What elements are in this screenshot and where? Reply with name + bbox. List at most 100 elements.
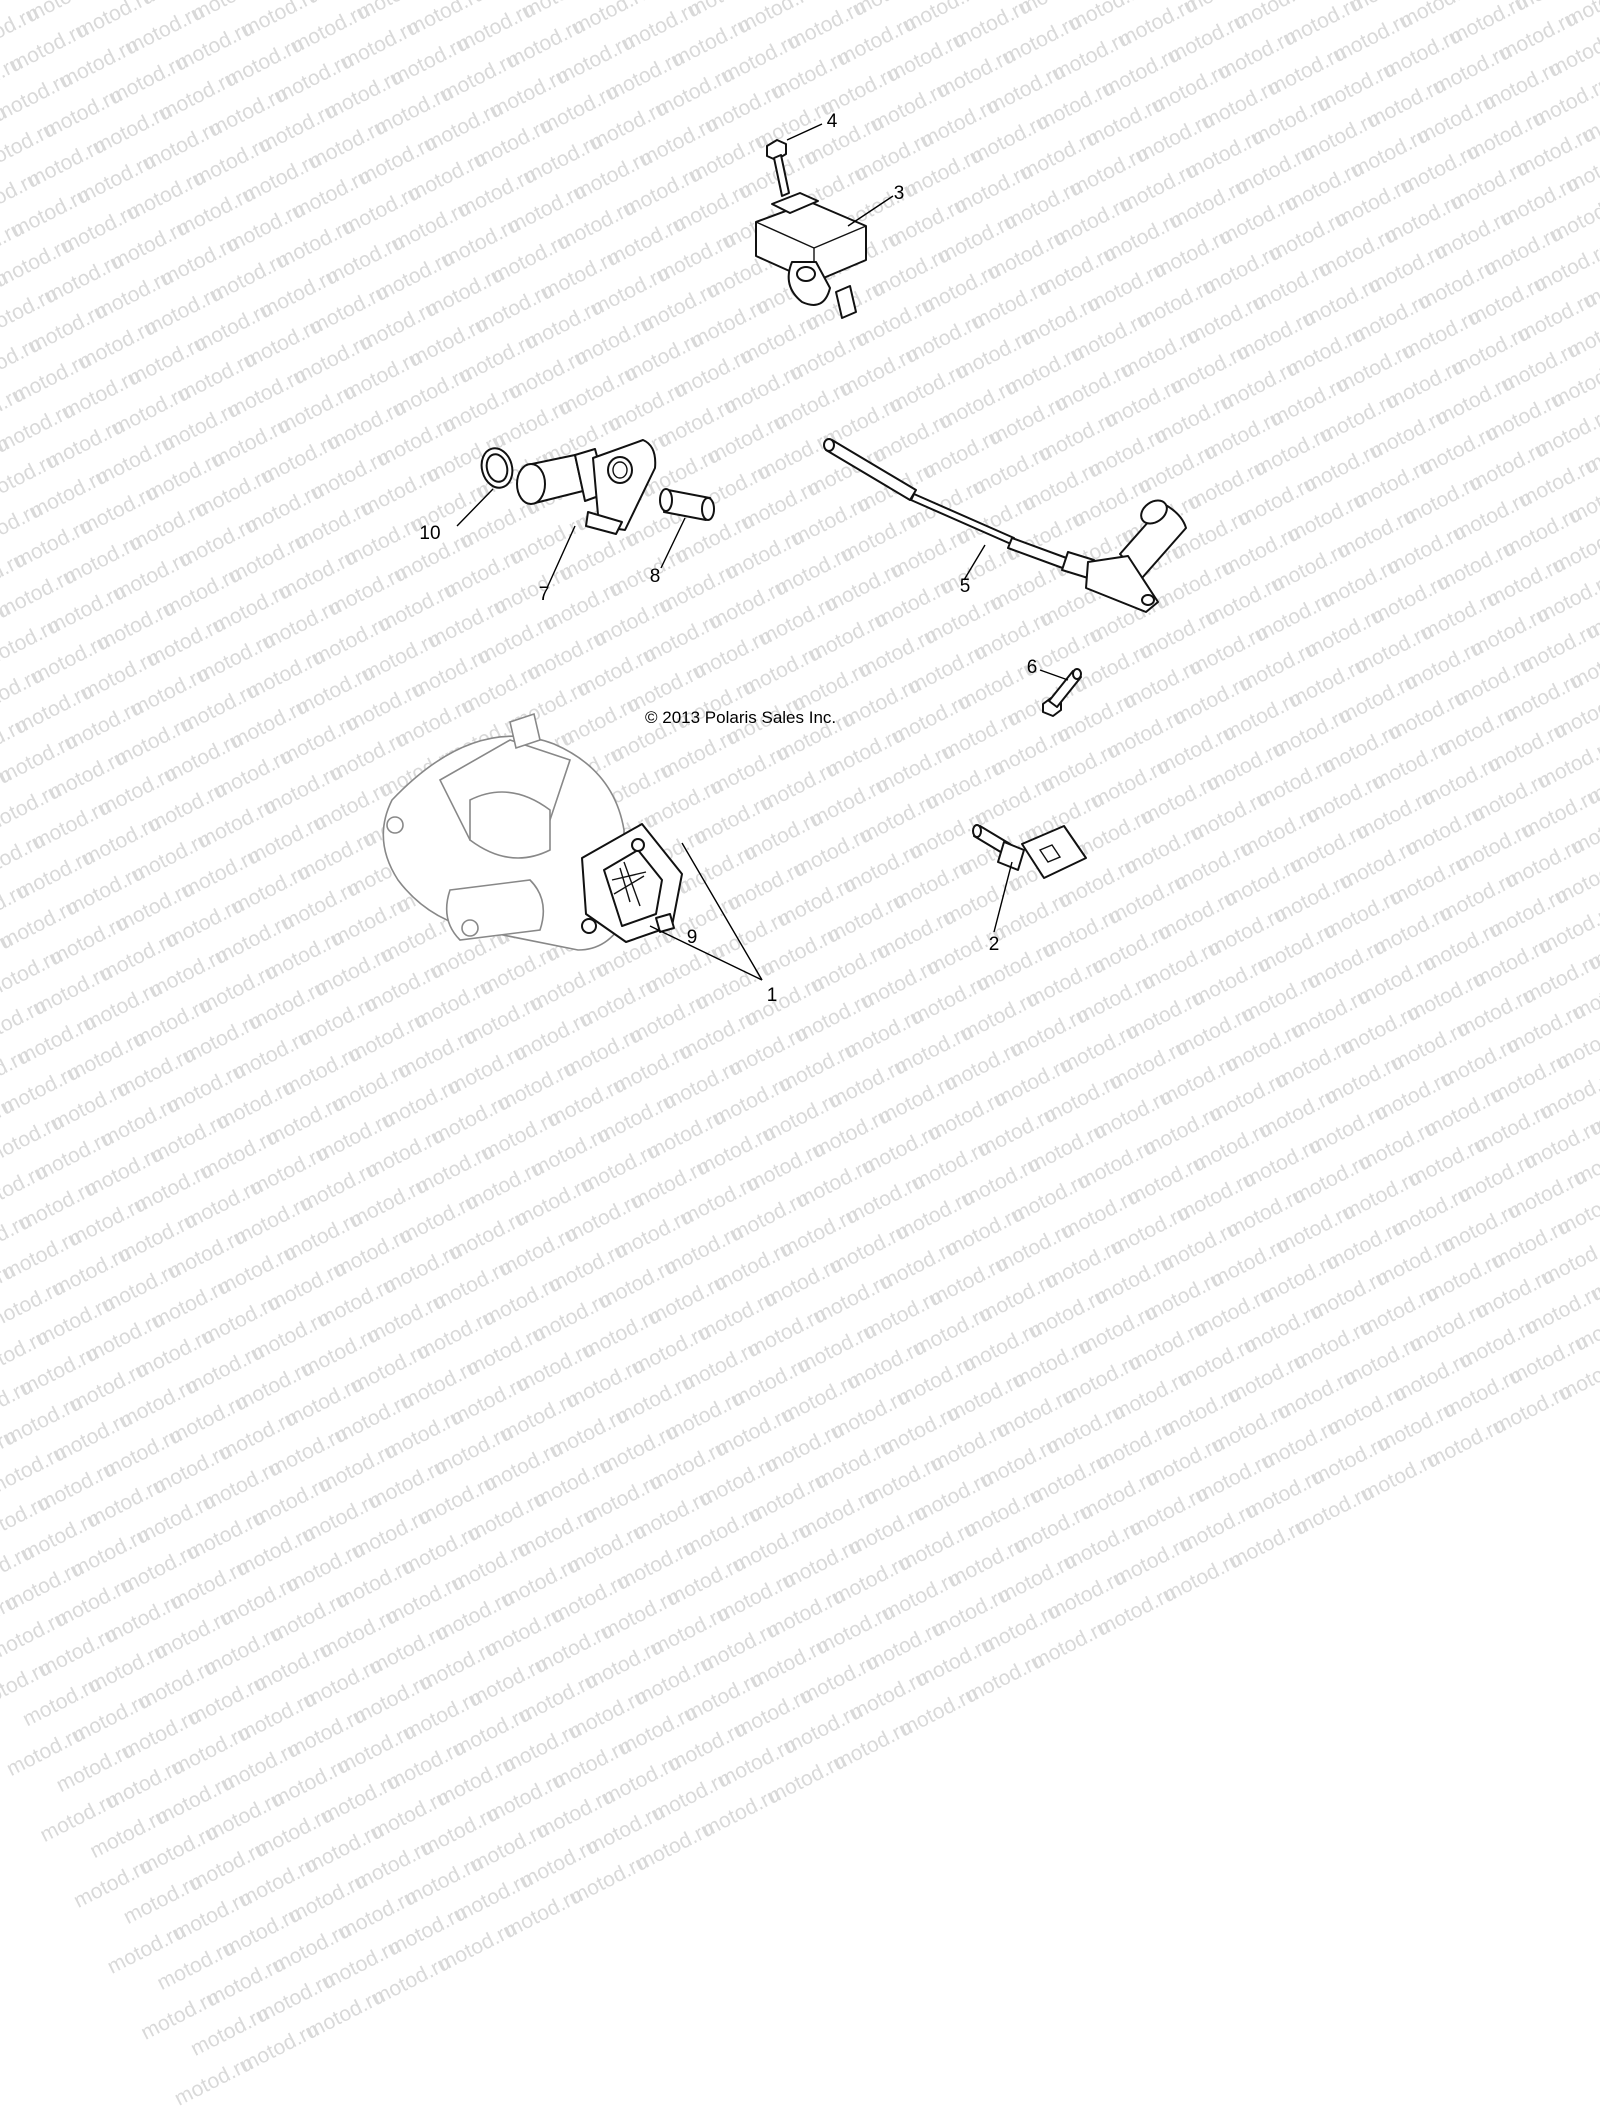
watermark-text: motod.ru <box>476 1270 559 1337</box>
watermark-text: motod.ru <box>164 1554 247 1621</box>
watermark-text: motod.ru <box>1072 1299 1155 1366</box>
watermark-text: motod.ru <box>974 1432 1057 1499</box>
watermark-text: motod.ru <box>82 1637 165 1704</box>
watermark-text: motod.ru <box>775 1367 858 1434</box>
callout-1: 1 <box>760 986 784 1006</box>
watermark-text: motod.ru <box>168 2050 251 2117</box>
watermark-text: motod.ru <box>492 1220 575 1287</box>
watermark-text: motod.ru <box>215 1735 298 1802</box>
watermark-text: motod.ru <box>181 1669 264 1736</box>
watermark-text: motod.ru <box>1057 1514 1140 1581</box>
watermark-text: motod.ru <box>329 1553 412 1620</box>
watermark-text: motod.ru <box>311 1271 394 1338</box>
watermark-text: motod.ru <box>546 1733 629 1800</box>
watermark-text: motod.ru <box>1305 1429 1388 1496</box>
watermark-text: motod.ru <box>792 1483 875 1550</box>
watermark-text: motod.ru <box>776 1533 859 1600</box>
watermark-text: motod.ru <box>230 1520 313 1587</box>
watermark-text: motod.ru <box>446 1701 529 1768</box>
watermark-text: motod.ru <box>328 1387 411 1454</box>
watermark-text: motod.ru <box>1138 1265 1221 1332</box>
watermark-text: motod.ru <box>629 1815 712 1882</box>
part-2-temp-sensor <box>973 825 1086 932</box>
watermark-text: motod.ru <box>876 1565 959 1632</box>
watermark-text: motod.ru <box>973 1266 1056 1333</box>
watermark-text: motod.ru <box>250 1967 333 2034</box>
watermark-text: motod.ru <box>33 1786 116 1853</box>
watermark-text: motod.ru <box>893 1681 976 1748</box>
watermark-text: motod.ru <box>298 1818 381 1885</box>
watermark-text: motod.ru <box>907 1300 990 1367</box>
watermark-text: motod.ru <box>49 1737 132 1804</box>
watermark-text: motod.ru <box>113 1372 196 1439</box>
watermark-text: motod.ru <box>841 1334 924 1401</box>
watermark-text: motod.ru <box>1088 1249 1171 1316</box>
watermark-text: motod.ru <box>0 1605 65 1672</box>
watermark-text: motod.ru <box>366 1949 449 2016</box>
watermark-text: motod.ru <box>479 1601 562 1668</box>
watermark-text: motod.ru <box>959 1647 1042 1714</box>
watermark-text: motod.ru <box>497 1882 580 1949</box>
watermark-text: motod.ru <box>759 1417 842 1484</box>
watermark-text: motod.ru <box>414 1800 497 1867</box>
watermark-text: motod.ru <box>1270 1198 1353 1265</box>
watermark-text: motod.ru <box>382 1900 465 1967</box>
watermark-text: motod.ru <box>112 1207 195 1274</box>
watermark-text: motod.ru <box>395 1519 478 1586</box>
watermark-text: motod.ru <box>0 1324 46 1391</box>
watermark-text: motod.ru <box>261 1255 344 1322</box>
watermark-text: motod.ru <box>1585 1245 1600 1312</box>
watermark-text: motod.ru <box>379 1569 462 1636</box>
watermark-text: motod.ru <box>1024 1448 1107 1515</box>
watermark-text: motod.ru <box>644 1600 727 1667</box>
watermark-text: motod.ru <box>842 1499 925 1566</box>
watermark-text: motod.ru <box>563 1849 646 1916</box>
watermark-text: motod.ru <box>145 1273 228 1340</box>
watermark-text: motod.ru <box>480 1767 563 1834</box>
copyright-notice: © 2013 Polaris Sales Inc. <box>645 708 836 728</box>
watermark-text: motod.ru <box>16 1671 99 1738</box>
watermark-text: motod.ru <box>694 1616 777 1683</box>
watermark-text: motod.ru <box>32 1621 115 1688</box>
watermark-text: motod.ru <box>625 1319 708 1386</box>
watermark-text: motod.ru <box>1287 1314 1370 1381</box>
watermark-text: motod.ru <box>1022 1283 1105 1350</box>
watermark-text: motod.ru <box>1304 1264 1387 1331</box>
watermark-text: motod.ru <box>444 1370 527 1437</box>
watermark-text: motod.ru <box>67 1852 150 1919</box>
watermark-text: motod.ru <box>791 1317 874 1384</box>
watermark-text: motod.ru <box>463 1651 546 1718</box>
watermark-text: motod.ru <box>31 1456 114 1523</box>
watermark-text: motod.ru <box>940 1366 1023 1433</box>
watermark-text: motod.ru <box>316 1933 399 2000</box>
watermark-text: motod.ru <box>13 1340 96 1407</box>
watermark-text: motod.ru <box>134 1984 217 2051</box>
watermark-text: motod.ru <box>1139 1431 1222 1498</box>
watermark-text: motod.ru <box>410 1304 493 1371</box>
watermark-text: motod.ru <box>728 1682 811 1749</box>
watermark-text: motod.ru <box>1188 1281 1271 1348</box>
watermark-text: motod.ru <box>627 1484 710 1551</box>
watermark-text: motod.ru <box>132 1653 215 1720</box>
watermark-text: motod.ru <box>1007 1498 1090 1565</box>
watermark-text: motod.ru <box>761 1748 844 1815</box>
watermark-text: motod.ru <box>760 1582 843 1649</box>
watermark-text: motod.ru <box>1189 1447 1272 1514</box>
watermark-text: motod.ru <box>114 1538 197 1605</box>
watermark-text: motod.ru <box>278 1371 361 1438</box>
watermark-text: motod.ru <box>234 2017 317 2084</box>
watermark-text: motod.ru <box>0 1390 80 1457</box>
watermark-text: motod.ru <box>412 1469 495 1536</box>
watermark-text: motod.ru <box>0 1423 14 1490</box>
watermark-text: motod.ru <box>398 1850 481 1917</box>
watermark-text: motod.ru <box>990 1382 1073 1449</box>
watermark-text: motod.ru <box>744 1632 827 1699</box>
watermark-text: motod.ru <box>0 1489 48 1556</box>
watermark-text: motod.ru <box>1090 1414 1173 1481</box>
watermark-text: motod.ru <box>710 1566 793 1633</box>
watermark-text: motod.ru <box>129 1322 212 1389</box>
watermark-text: motod.ru <box>1106 1365 1189 1432</box>
watermark-text: motod.ru <box>709 1401 792 1468</box>
watermark-text: motod.ru <box>708 1235 791 1302</box>
